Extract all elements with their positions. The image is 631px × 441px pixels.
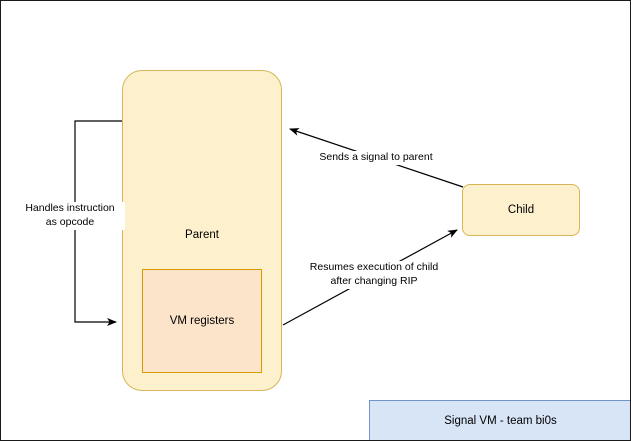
node-child-label: Child bbox=[507, 203, 535, 216]
footer-banner-label: Signal VM - team bi0s bbox=[444, 415, 557, 427]
edge-label-sends-signal: Sends a signal to parent bbox=[306, 151, 446, 165]
footer-banner: Signal VM - team bi0s bbox=[369, 400, 630, 440]
node-vm-registers[interactable]: VM registers bbox=[142, 269, 262, 373]
node-child[interactable]: Child bbox=[462, 184, 580, 236]
edge-label-handles-instruction: Handles instruction as opcode bbox=[15, 202, 125, 230]
edge-label-resumes-execution: Resumes execution of child after changin… bbox=[298, 261, 450, 289]
node-parent-label: Parent bbox=[185, 229, 219, 241]
node-vm-registers-label: VM registers bbox=[169, 314, 235, 327]
